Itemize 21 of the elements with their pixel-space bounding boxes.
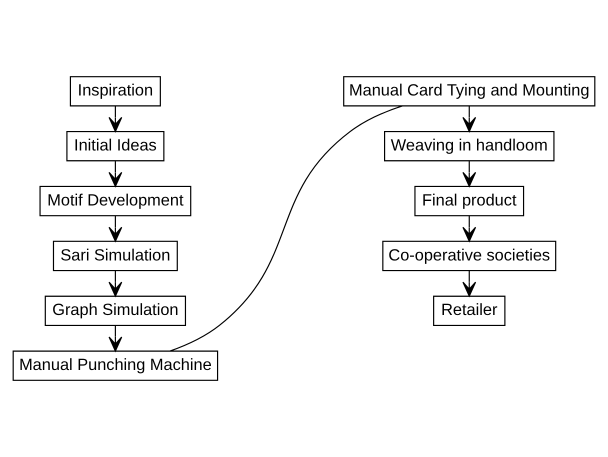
- node-box: Manual Card Tying and Mounting: [343, 76, 596, 106]
- arrow: [462, 270, 476, 297]
- node-box: Motif Development: [39, 186, 192, 216]
- node-box: Graph Simulation: [44, 296, 186, 326]
- node-box: Retailer: [433, 296, 506, 326]
- node-box: Weaving in handloom: [384, 130, 555, 162]
- node-box: Final product: [414, 186, 524, 216]
- node-box: Initial Ideas: [66, 130, 164, 162]
- arrow: [108, 106, 122, 132]
- node-box: Sari Simulation: [52, 240, 178, 272]
- node-box: Inspiration: [70, 76, 161, 106]
- arrow: [462, 161, 476, 187]
- arrow: [462, 216, 476, 242]
- arrow: [108, 326, 122, 352]
- node-box: Co-operative societies: [382, 240, 556, 272]
- arrow: [462, 106, 476, 132]
- connector: [170, 105, 403, 352]
- arrow: [108, 216, 122, 242]
- arrow: [108, 161, 122, 187]
- arrow: [108, 270, 122, 297]
- node-box: Manual Punching Machine: [12, 350, 218, 381]
